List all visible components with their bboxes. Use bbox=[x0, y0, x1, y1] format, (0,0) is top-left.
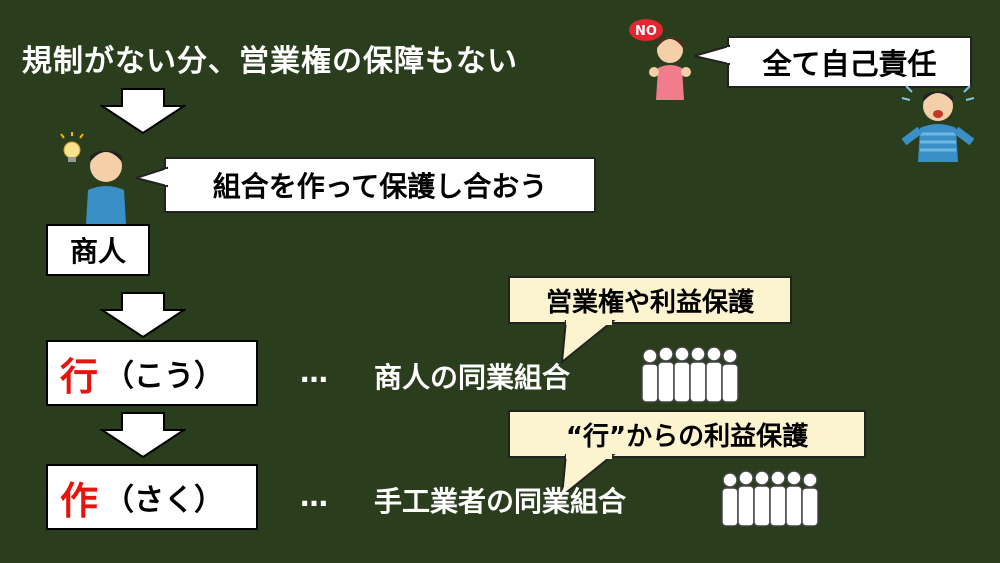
page-heading: 規制がない分、営業権の保障もない bbox=[22, 44, 518, 79]
crowd-icon bbox=[636, 344, 742, 404]
business-rights-text: 営業権や利益保護 bbox=[545, 287, 754, 318]
saku-kanji: 作 bbox=[60, 478, 99, 523]
down-arrow-icon bbox=[100, 88, 186, 134]
speech-bubble-self-responsibility: 全て自己責任 bbox=[727, 36, 972, 88]
worried-man-illustration bbox=[898, 82, 978, 164]
crowd-icon bbox=[716, 468, 822, 528]
bubble-tail-icon bbox=[560, 320, 620, 364]
speech-bubble-union: 組合を作って保護し合おう bbox=[164, 157, 596, 213]
saku-reading: （さく） bbox=[104, 483, 225, 518]
bubble-tail-icon bbox=[560, 454, 620, 498]
union-bubble-text: 組合を作って保護し合おう bbox=[212, 170, 548, 203]
merchant-idea-illustration bbox=[58, 132, 138, 224]
saku-ellipsis: … bbox=[300, 480, 328, 513]
saku-box: 作 （さく） bbox=[46, 464, 258, 530]
down-arrow-icon bbox=[100, 412, 186, 458]
merchant-label: 商人 bbox=[46, 224, 150, 276]
gyo-description: 商人の同業組合 bbox=[374, 361, 571, 394]
gyo-reading: （こう） bbox=[104, 359, 225, 394]
gyo-kanji: 行 bbox=[60, 354, 99, 399]
no-badge-text: NO bbox=[635, 24, 657, 39]
bubble-tail-icon bbox=[694, 44, 730, 66]
gyo-box: 行 （こう） bbox=[46, 340, 258, 406]
speech-bubble-business-rights: 営業権や利益保護 bbox=[508, 276, 792, 324]
self-responsibility-text: 全て自己責任 bbox=[762, 47, 937, 81]
speech-bubble-gyo-protection: “行”からの利益保護 bbox=[508, 410, 866, 458]
saku-description: 手工業者の同業組合 bbox=[374, 485, 627, 518]
gyo-ellipsis: … bbox=[300, 356, 328, 389]
merchant-label-text: 商人 bbox=[69, 235, 126, 268]
woman-no-illustration: NO bbox=[628, 12, 698, 102]
bubble-tail-icon bbox=[136, 166, 168, 188]
down-arrow-icon bbox=[100, 292, 186, 338]
gyo-protection-text: “行”からの利益保護 bbox=[565, 421, 809, 452]
